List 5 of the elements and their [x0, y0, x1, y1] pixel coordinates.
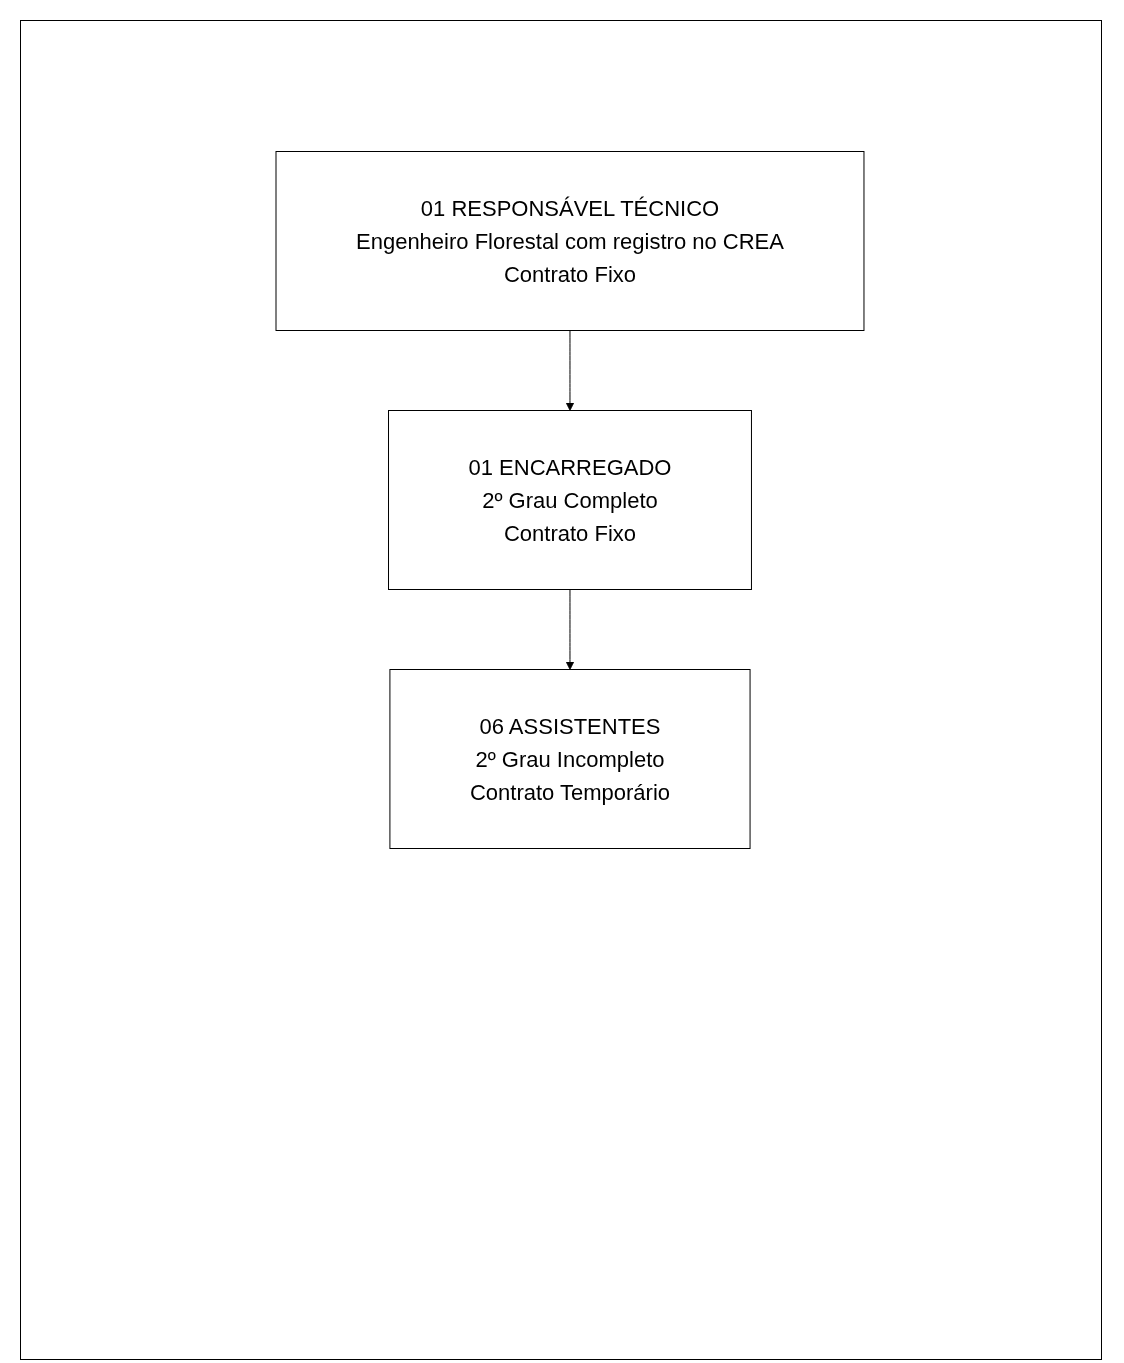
- node-box: 01 ENCARREGADO 2º Grau Completo Contrato Fixo: [388, 410, 752, 590]
- node-box: 01 RESPONSÁVEL TÉCNICO Engenheiro Florestal com registro no CREA Contrato Fixo: [275, 151, 865, 331]
- arrow: [565, 330, 575, 411]
- node-box: 06 ASSISTENTES 2º Grau Incompleto Contrato Temporário: [389, 669, 751, 849]
- arrow: [565, 589, 575, 670]
